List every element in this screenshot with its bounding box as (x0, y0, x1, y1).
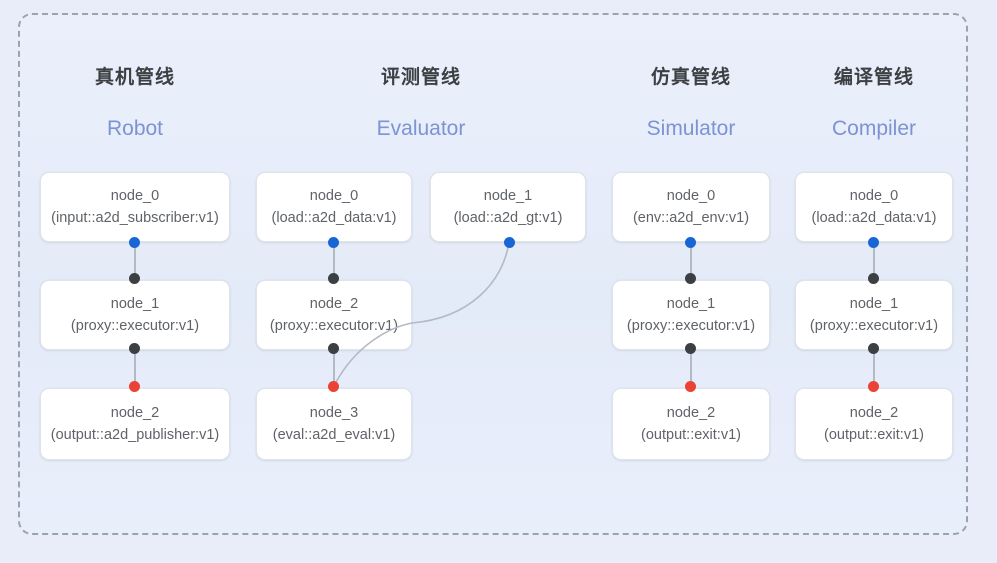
node-spec: (load::a2d_gt:v1) (453, 210, 563, 226)
port-output-compiler-1[interactable] (868, 343, 879, 354)
link-sim-1-2 (690, 348, 692, 388)
port-input-robot-1[interactable] (129, 273, 140, 284)
node-compiler-2[interactable]: node_2 (output::exit:v1) (795, 388, 953, 460)
link-comp-1-2 (873, 348, 875, 388)
node-spec: (output::exit:v1) (824, 427, 924, 443)
port-input-simulator-1[interactable] (685, 273, 696, 284)
port-output-robot-1[interactable] (129, 343, 140, 354)
node-robot-0[interactable]: node_0 (input::a2d_subscriber:v1) (40, 172, 230, 242)
node-name: node_1 (110, 295, 160, 312)
node-spec: (load::a2d_data:v1) (271, 210, 397, 226)
port-output-robot-0[interactable] (129, 237, 140, 248)
port-output-evaluator-2[interactable] (328, 343, 339, 354)
port-output-simulator-0[interactable] (685, 237, 696, 248)
node-name: node_1 (483, 187, 533, 204)
node-spec: (proxy::executor:v1) (269, 318, 399, 334)
port-output-evaluator-1[interactable] (504, 237, 515, 248)
node-compiler-1[interactable]: node_1 (proxy::executor:v1) (795, 280, 953, 350)
node-name: node_0 (849, 187, 899, 204)
node-name: node_3 (309, 404, 359, 421)
node-evaluator-1[interactable]: node_1 (load::a2d_gt:v1) (430, 172, 586, 242)
node-compiler-0[interactable]: node_0 (load::a2d_data:v1) (795, 172, 953, 242)
port-output-evaluator-0[interactable] (328, 237, 339, 248)
node-name: node_1 (849, 295, 899, 312)
port-input-compiler-1[interactable] (868, 273, 879, 284)
node-name: node_2 (309, 295, 359, 312)
link-robot-1-2 (134, 348, 136, 388)
node-evaluator-2[interactable]: node_2 (proxy::executor:v1) (256, 280, 412, 350)
node-name: node_2 (666, 404, 716, 421)
node-spec: (output::exit:v1) (641, 427, 741, 443)
node-spec: (env::a2d_env:v1) (632, 210, 750, 226)
link-robot-0-1 (134, 242, 136, 280)
node-name: node_0 (309, 187, 359, 204)
node-robot-1[interactable]: node_1 (proxy::executor:v1) (40, 280, 230, 350)
node-name: node_0 (666, 187, 716, 204)
port-input-simulator-2[interactable] (685, 381, 696, 392)
port-input-evaluator-3[interactable] (328, 381, 339, 392)
node-evaluator-0[interactable]: node_0 (load::a2d_data:v1) (256, 172, 412, 242)
node-simulator-2[interactable]: node_2 (output::exit:v1) (612, 388, 770, 460)
port-output-simulator-1[interactable] (685, 343, 696, 354)
node-name: node_2 (849, 404, 899, 421)
node-spec: (proxy::executor:v1) (809, 318, 939, 334)
port-input-compiler-2[interactable] (868, 381, 879, 392)
node-spec: (eval::a2d_eval:v1) (272, 427, 396, 443)
node-simulator-1[interactable]: node_1 (proxy::executor:v1) (612, 280, 770, 350)
node-spec: (load::a2d_data:v1) (811, 210, 937, 226)
node-spec: (proxy::executor:v1) (626, 318, 756, 334)
node-simulator-0[interactable]: node_0 (env::a2d_env:v1) (612, 172, 770, 242)
node-name: node_0 (110, 187, 160, 204)
port-output-compiler-0[interactable] (868, 237, 879, 248)
node-spec: (output::a2d_publisher:v1) (50, 427, 220, 443)
port-input-robot-2[interactable] (129, 381, 140, 392)
node-spec: (proxy::executor:v1) (70, 318, 200, 334)
node-name: node_2 (110, 404, 160, 421)
node-evaluator-3[interactable]: node_3 (eval::a2d_eval:v1) (256, 388, 412, 460)
port-input-evaluator-2[interactable] (328, 273, 339, 284)
link-comp-0-1 (873, 242, 875, 280)
node-spec: (input::a2d_subscriber:v1) (51, 210, 219, 226)
node-name: node_1 (666, 295, 716, 312)
node-robot-2[interactable]: node_2 (output::a2d_publisher:v1) (40, 388, 230, 460)
link-eval-0-2 (333, 242, 335, 280)
link-sim-0-1 (690, 242, 692, 280)
